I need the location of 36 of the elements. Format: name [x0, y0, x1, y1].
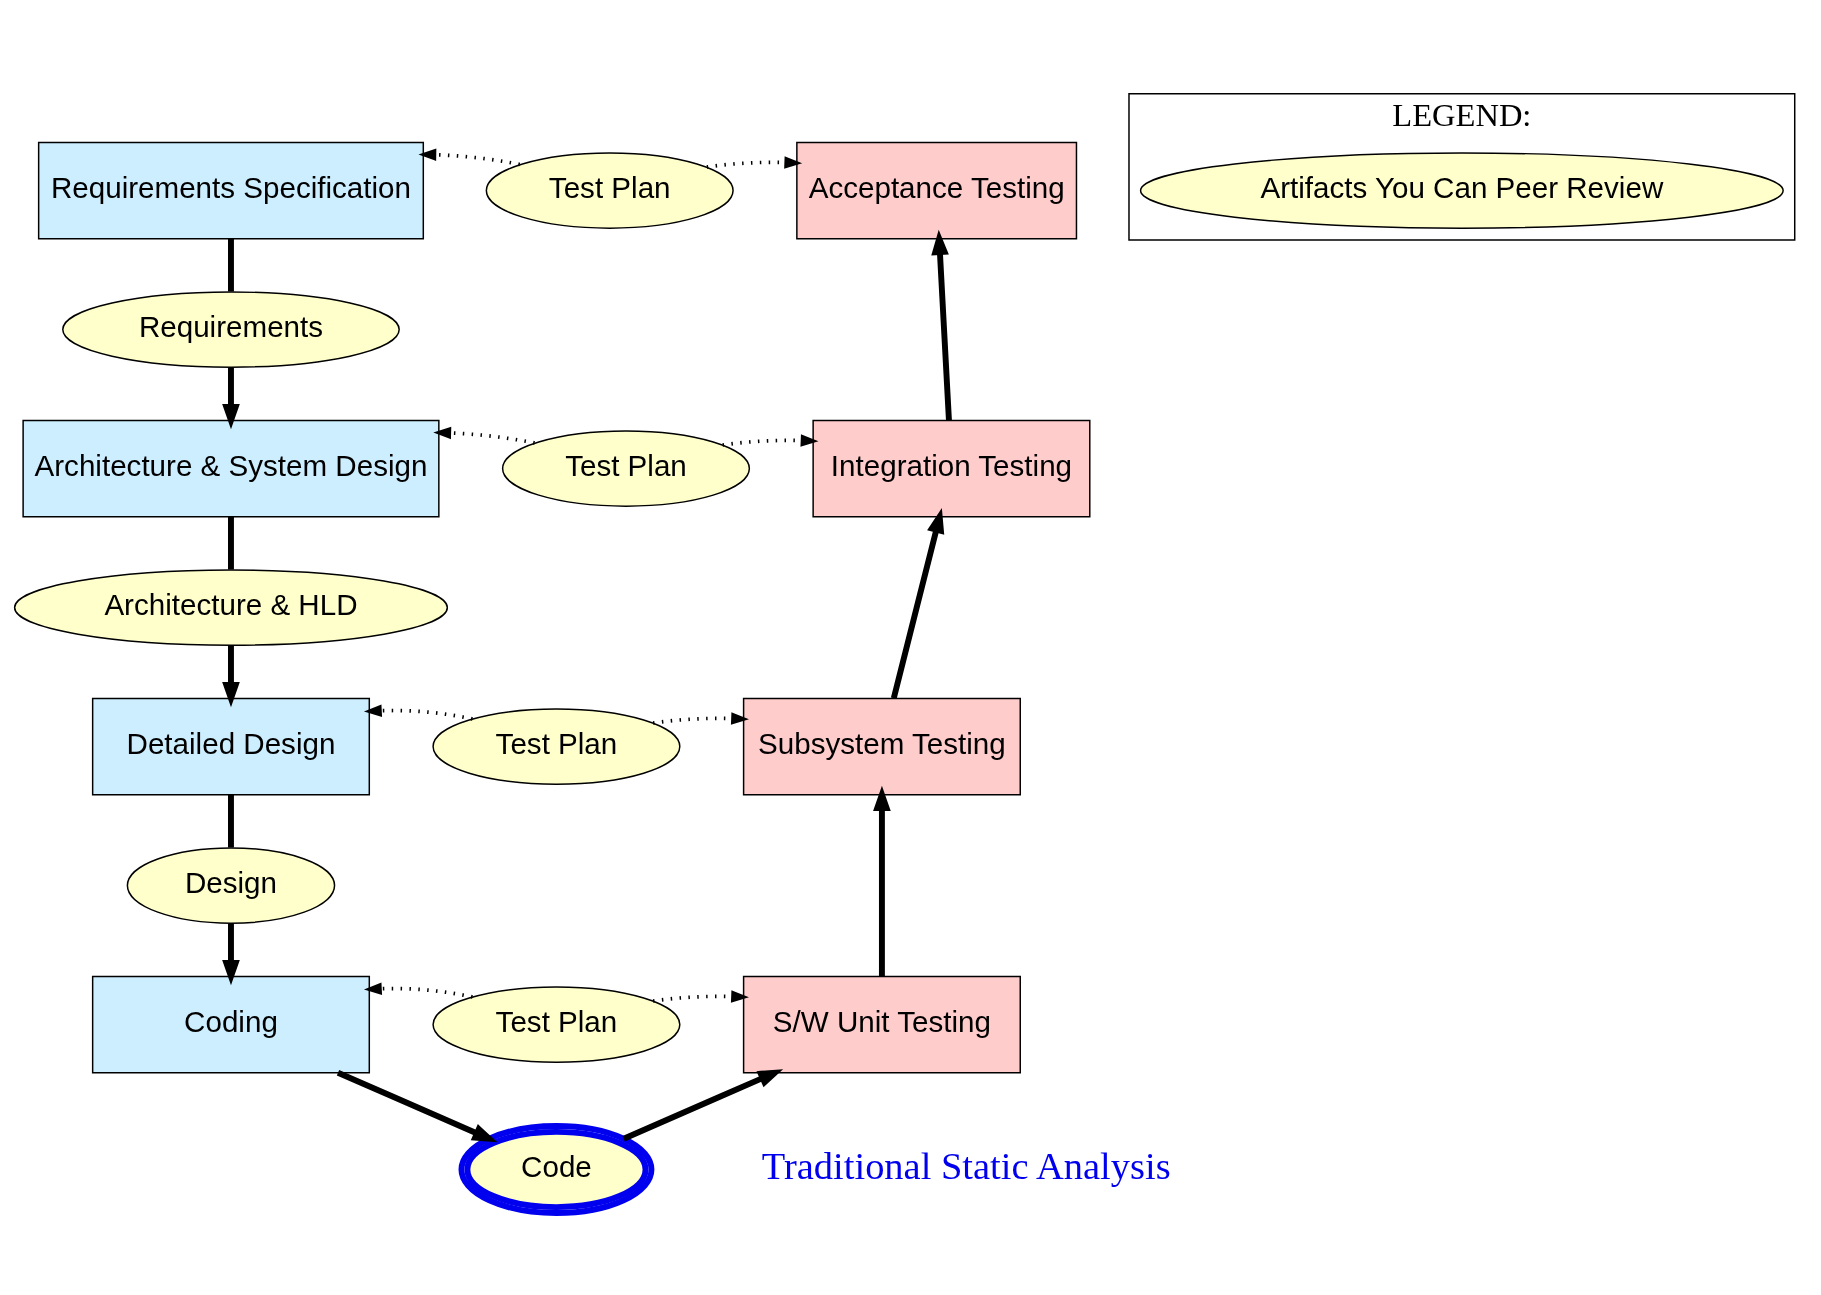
node-ellipse: Requirements — [62, 291, 400, 368]
node-box: Requirements Specification — [37, 141, 425, 240]
arrow — [890, 508, 945, 699]
arrow — [363, 704, 473, 721]
arrow — [722, 434, 819, 447]
node-box: S/W Unit Testing — [742, 975, 1021, 1074]
node-box: Architecture & System Design — [22, 419, 440, 518]
node-ellipse: Test Plan — [432, 986, 681, 1063]
node-ellipse: Architecture & HLD — [13, 569, 449, 646]
node-box: Integration Testing — [812, 419, 1091, 518]
node-box: Coding — [91, 975, 371, 1074]
node-ellipse: Artifacts You Can Peer Review — [1139, 152, 1784, 229]
node-ellipse: Design — [126, 847, 336, 924]
arrow — [222, 923, 240, 986]
arrow — [622, 1069, 784, 1142]
node-ellipse: Test Plan — [432, 708, 681, 785]
node-box: Detailed Design — [91, 697, 371, 796]
arrow — [433, 426, 535, 445]
node-box: Acceptance Testing — [796, 141, 1078, 240]
node-ellipse: Test Plan — [485, 152, 734, 229]
arrow — [652, 712, 749, 725]
arrow — [418, 148, 521, 167]
connector — [228, 238, 234, 292]
arrow — [652, 990, 749, 1003]
arrow — [363, 982, 473, 999]
arrow — [336, 1070, 498, 1143]
arrow — [873, 785, 891, 977]
arrow — [706, 156, 803, 169]
connector — [228, 794, 234, 848]
arrow — [931, 229, 952, 421]
arrow — [222, 367, 240, 430]
node-box: Subsystem Testing — [742, 697, 1021, 796]
node-ellipse: Test Plan — [501, 430, 751, 507]
connector — [228, 516, 234, 570]
arrow — [222, 645, 240, 708]
label: Traditional Static Analysis — [761, 1144, 1171, 1187]
